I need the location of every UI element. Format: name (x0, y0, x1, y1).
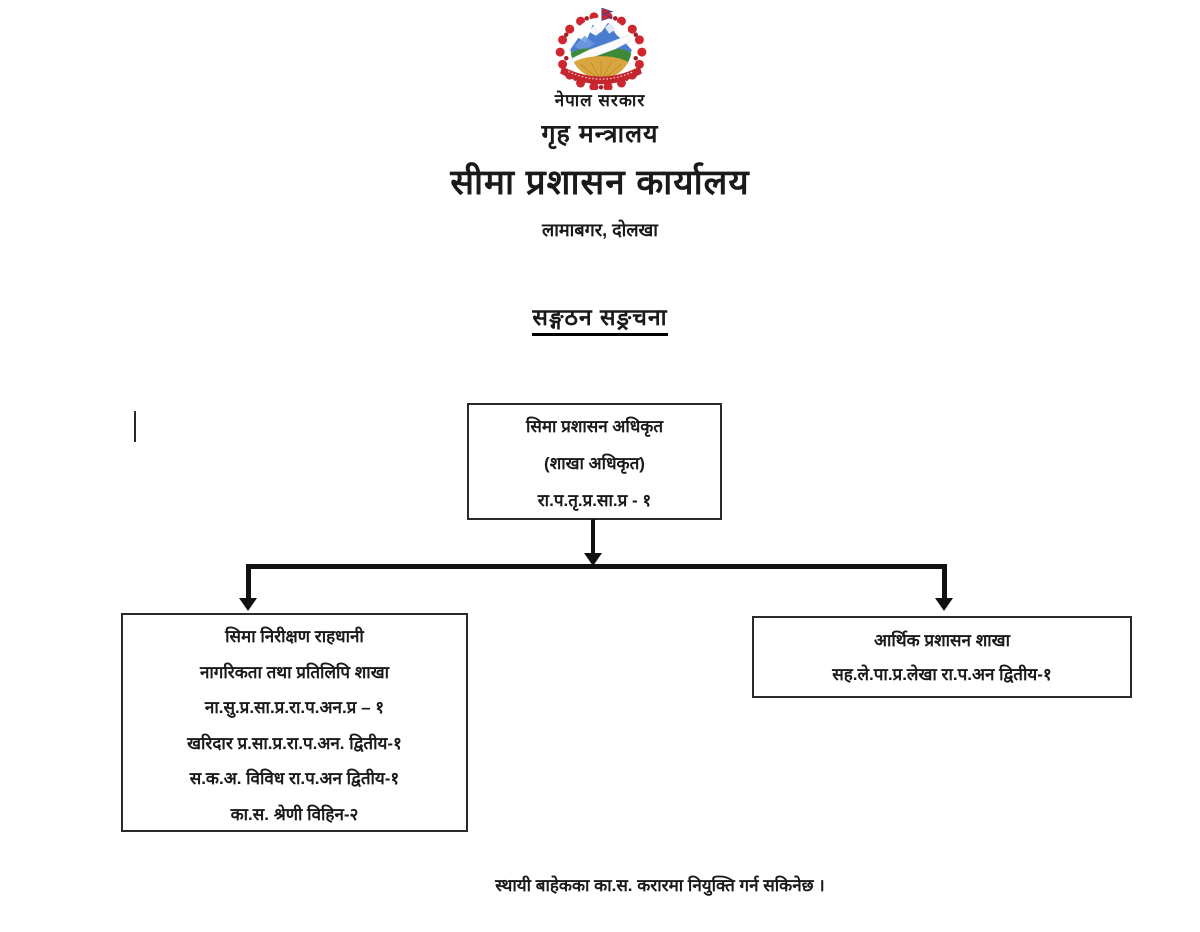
connector-right-stem (942, 566, 947, 599)
org-box-left-line: खरिदार प्र.सा.प्र.रा.प.अन. द्वितीय-१ (187, 733, 402, 753)
org-box-left-line: नागरिकता तथा प्रतिलिपि शाखा (199, 662, 390, 682)
org-box-left: सिमा निरीक्षण राहधानी नागरिकता तथा प्रति… (121, 613, 468, 832)
org-box-left-line: स.क.अ. विविध रा.प.अन द्वितीय-१ (189, 769, 400, 788)
org-box-left-line: सिमा निरीक्षण राहधानी (225, 627, 364, 646)
ministry-name: गृह मन्त्रालय (541, 120, 659, 148)
office-name: सीमा प्रशासन कार्यालय (450, 163, 750, 202)
footer-note: स्थायी बाहेकका का.स. करारमा नियुक्ति गर्… (495, 876, 825, 895)
org-box-left-line: ना.सु.प्र.सा.प्र.रा.प.अन.प्र – १ (204, 698, 385, 717)
org-box-root: सिमा प्रशासन अधिकृत (शाखा अधिकृत) रा.प.त… (467, 403, 722, 520)
org-box-right-line: आर्थिक प्रशासन शाखा (874, 631, 1010, 650)
org-box-root-line: रा.प.तृ.प्र.सा.प्र - १ (537, 491, 652, 510)
org-box-left-line: का.स. श्रेणी विहिन-२ (230, 804, 359, 824)
org-box-root-line: सिमा प्रशासन अधिकृत (525, 417, 664, 436)
org-box-right: आर्थिक प्रशासन शाखा सह.ले.पा.प्र.लेखा रा… (752, 616, 1132, 698)
org-box-right-line: सह.ले.पा.प्र.लेखा रा.प.अन द्वितीय-१ (832, 665, 1052, 684)
arrowhead-left-icon (239, 598, 257, 611)
doc-title: सङ्गठन सङ्रचना (532, 300, 668, 336)
arrowhead-right-icon (935, 598, 953, 611)
nepal-coat-of-arms-icon (555, 7, 647, 90)
arrowhead-root-icon (584, 553, 602, 566)
office-location: लामाबगर, दोलखा (542, 220, 658, 240)
org-box-root-line: (शाखा अधिकृत) (544, 454, 645, 473)
stray-cursor-mark (134, 411, 136, 442)
government-name: नेपाल सरकार (554, 91, 646, 110)
connector-left-stem (246, 566, 251, 599)
doc-title-wrap: सङ्गठन सङ्रचना (0, 300, 1200, 336)
connector-horizontal (246, 564, 947, 569)
connector-root-stem (591, 519, 595, 555)
